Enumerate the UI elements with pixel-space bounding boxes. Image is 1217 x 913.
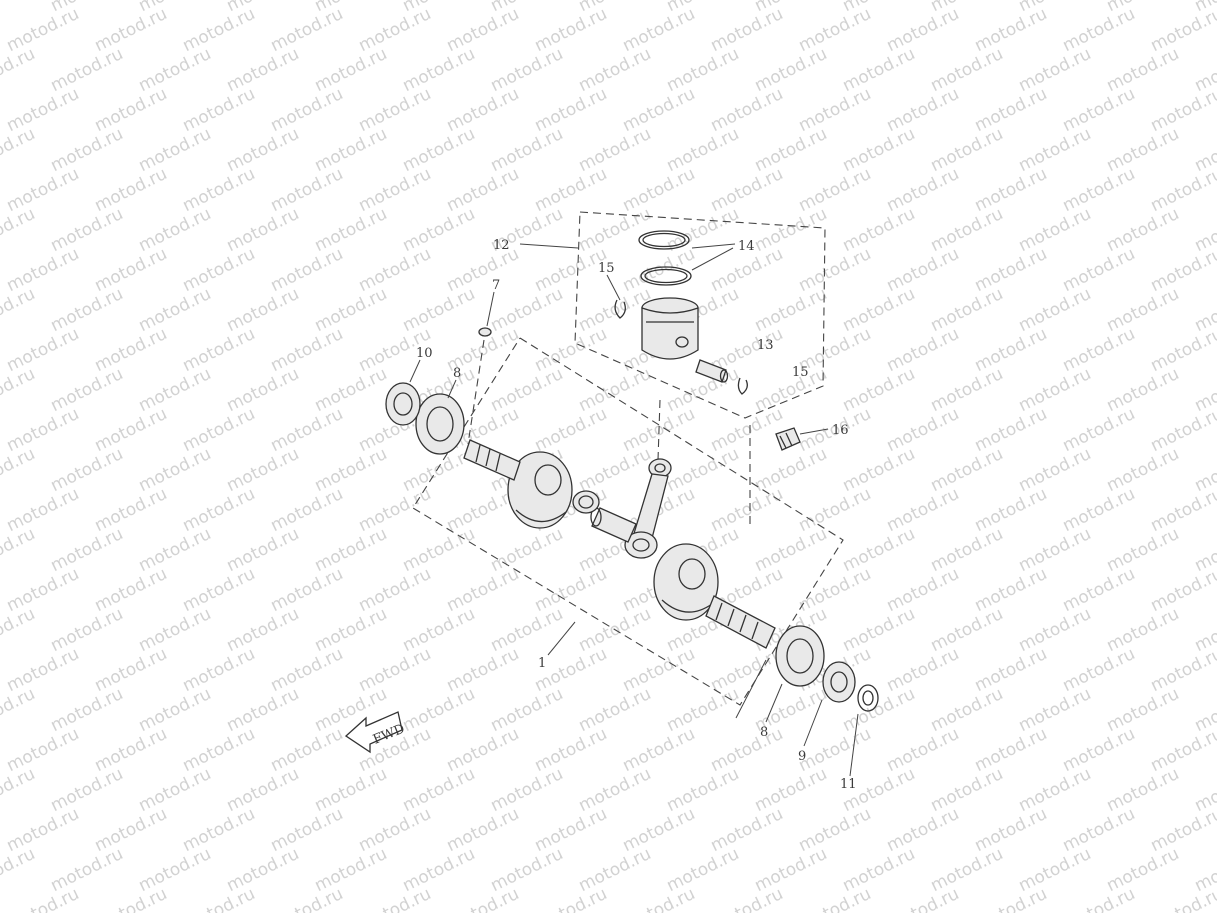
callout-11: 11 xyxy=(840,777,857,792)
spacer xyxy=(849,684,879,777)
callout-15-lower: 15 xyxy=(792,365,809,380)
callout-7: 7 xyxy=(492,278,500,293)
connecting-rod xyxy=(624,458,672,559)
circlip-right xyxy=(737,377,748,395)
bearing-right xyxy=(735,625,825,723)
big-end-bearing xyxy=(572,490,600,514)
crankshaft-left-shaft xyxy=(463,439,521,481)
callout-1: 1 xyxy=(538,656,546,671)
piston-group-box xyxy=(519,211,826,419)
callout-14: 14 xyxy=(738,239,755,254)
callout-13: 13 xyxy=(757,338,774,353)
piston-ring-lower xyxy=(640,266,692,286)
oil-seal-left xyxy=(385,359,421,426)
callout-8-right: 8 xyxy=(760,725,768,740)
crankshaft-group-box xyxy=(412,337,844,706)
forward-arrow: FWD xyxy=(344,711,407,754)
bearing-left xyxy=(415,379,465,455)
crank-pin xyxy=(590,507,637,543)
woodruff-key xyxy=(467,291,495,445)
small-end-bearing xyxy=(775,427,829,451)
callout-12: 12 xyxy=(493,238,510,253)
callout-8-left: 8 xyxy=(453,366,461,381)
piston-ring-upper xyxy=(638,230,690,250)
crank-web-left xyxy=(507,451,573,529)
piston xyxy=(641,297,699,360)
piston-pin xyxy=(695,359,729,383)
crank-web-right xyxy=(653,543,719,621)
crankshaft-right-shaft xyxy=(705,595,776,649)
callout-10: 10 xyxy=(416,346,433,361)
forward-arrow-label: FWD xyxy=(371,722,407,748)
callout-16: 16 xyxy=(832,423,849,438)
circlip-left xyxy=(614,299,626,319)
callout-15-upper: 15 xyxy=(598,261,615,276)
oil-seal-right xyxy=(803,661,856,747)
callout-9: 9 xyxy=(798,749,806,764)
